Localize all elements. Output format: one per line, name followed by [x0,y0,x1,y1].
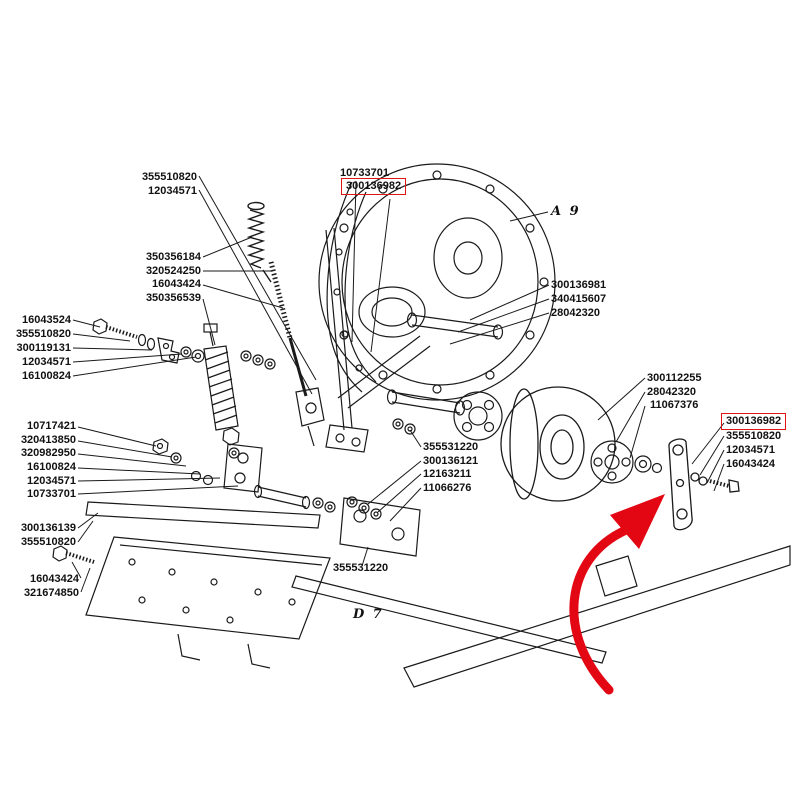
coil-spring [246,201,272,283]
part-number-label: 355510820 [15,328,71,340]
part-number-label: 300112255 [647,372,702,384]
part-number-label: 12163211 [423,468,472,480]
part-number-label: 355531220 [423,441,479,453]
part-number-label: 300119131 [16,342,71,354]
part-number-label: 16100824 [27,461,76,473]
gasket-flange [326,181,377,393]
flex-coupling-disc [453,391,503,441]
part-number-label: 321674850 [23,587,79,599]
tension-rod [268,261,325,447]
part-number-label-highlighted: 300136982 [341,178,407,195]
part-number-label: 300136981 [551,279,607,291]
part-number-label-highlighted: 300136982 [721,413,787,430]
part-number-label: 10717421 [27,420,76,432]
support-lever [668,438,740,531]
part-number-label: 11067376 [650,399,699,411]
part-number-label: 350356184 [145,251,201,263]
part-number-label: 16100824 [22,370,71,382]
part-number-label: 12034571 [148,185,197,197]
part-number-label: 300136139 [20,522,76,534]
leader-lines [71,175,725,593]
part-number-label: 320524250 [145,265,201,277]
bolt-bracket-hardware [92,318,276,370]
part-number-label: 320982950 [20,447,76,459]
roller-wheel [500,386,616,502]
pivot-pins [337,312,504,416]
part-number-label: 12034571 [22,356,71,368]
section-label-d7: D 7 [353,607,384,622]
part-number-label: 12034571 [726,444,775,456]
part-number-label: 355510820 [20,536,76,548]
frame-beam [291,545,791,688]
part-number-label: 355531220 [333,562,389,574]
clevis-pin-assembly [152,438,336,513]
part-number-label: 28042320 [551,307,600,319]
part-number-label: 12034571 [27,475,76,487]
part-number-label: 16043424 [152,278,201,290]
support-bracket [339,418,421,557]
clutch-housing [318,163,556,401]
mount-plate [52,501,331,669]
part-number-label: 10733701 [27,488,76,500]
part-number-label: 28042320 [647,386,696,398]
link-strap [325,227,369,453]
part-number-label: 10733701 [340,167,389,179]
emphasis-arrow [569,494,665,695]
part-number-label: 16043524 [22,314,71,326]
part-number-label: 355510820 [726,430,782,442]
section-label-a9: A 9 [551,204,581,219]
part-number-label: 320413850 [20,434,76,446]
part-number-label: 350356539 [145,292,201,304]
part-number-label: 11066276 [423,482,472,494]
part-number-label: 355510820 [141,171,197,183]
part-number-label: 16043424 [30,573,79,585]
part-number-label: 340415607 [551,293,607,305]
damper-spring [203,323,240,459]
part-number-label: 16043424 [726,458,775,470]
part-number-label: 300136121 [423,455,479,467]
hub-disc [590,440,663,484]
